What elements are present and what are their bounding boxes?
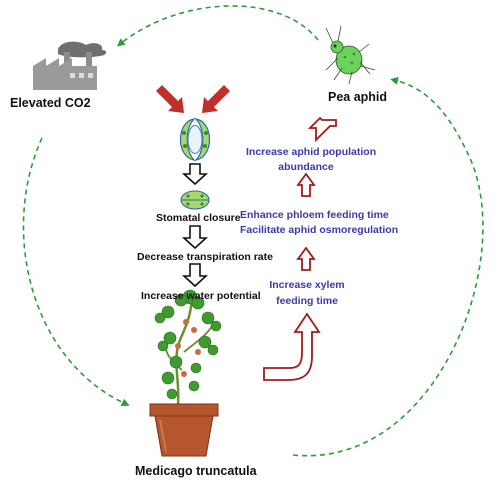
stomata-open-icon — [180, 118, 210, 161]
red-arrow-left — [156, 85, 184, 113]
effect-xylem-line1: Increase xylem — [269, 279, 345, 291]
decrease-transpiration-label: Decrease transpiration rate — [137, 251, 273, 263]
arrow-aphid-to-co2 — [116, 5, 319, 47]
arrow-plant-to-aphid — [292, 77, 484, 457]
increase-water-potential-label: Increase water potential — [141, 290, 261, 302]
red-arrow-right — [202, 85, 230, 113]
elevated-co2-label: Elevated CO2 — [10, 96, 91, 110]
effect-population-line2: abundance — [278, 161, 334, 173]
stomatal-closure-label: Stomatal closure — [156, 212, 241, 224]
down-arrow-2 — [181, 225, 209, 250]
effect-population-line1: Increase aphid population — [246, 146, 377, 158]
plant-icon — [149, 289, 222, 457]
effect-phloem-line2: Facilitate aphid osmoregulation — [240, 224, 399, 236]
cycle-arrows — [22, 5, 484, 457]
effect-phloem-line1: Enhance phloem feeding time — [240, 209, 389, 221]
effect-population: Increase aphid population abundance — [246, 146, 377, 173]
effect-xylem-line2: feeding time — [276, 295, 338, 307]
red-bent-arrow — [263, 312, 321, 381]
arrow-co2-to-plant — [22, 137, 130, 406]
aphid-icon — [325, 25, 376, 85]
red-up-arrow-top — [307, 116, 337, 143]
down-arrow-1 — [181, 163, 209, 186]
effect-phloem: Enhance phloem feeding time Facilitate a… — [240, 209, 399, 236]
red-up-arrow-lower — [296, 246, 316, 271]
hollow-down-arrows — [181, 163, 209, 288]
plant-label: Medicago truncatula — [135, 464, 257, 478]
red-up-arrow-upper — [296, 172, 316, 197]
effect-xylem: Increase xylem feeding time — [262, 279, 352, 307]
pot-rim — [149, 403, 219, 417]
down-arrow-3 — [181, 263, 209, 288]
pea-aphid-label: Pea aphid — [328, 90, 388, 104]
factory-icon — [33, 41, 107, 90]
stomata-closed-icon — [180, 190, 210, 210]
co2-arrows — [156, 85, 230, 113]
pot-body — [154, 415, 214, 457]
hollow-up-arrows — [263, 116, 337, 381]
